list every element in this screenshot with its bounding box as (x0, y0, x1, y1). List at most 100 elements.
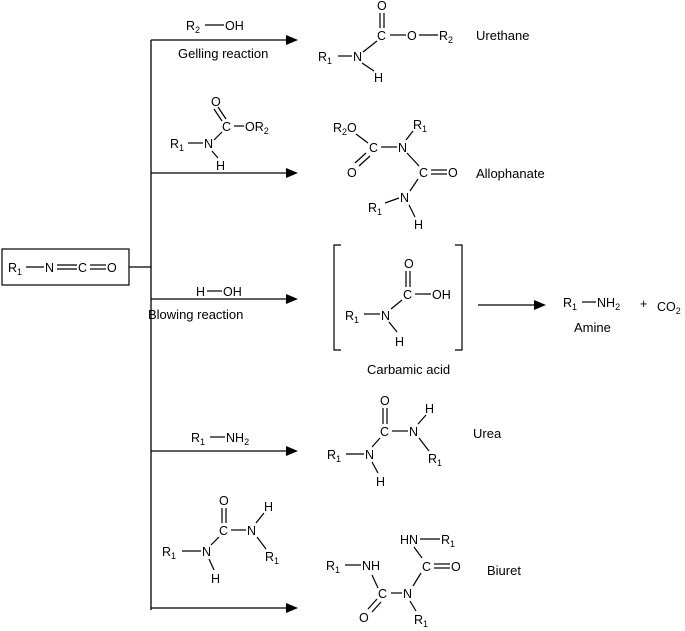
bond (256, 536, 267, 550)
atom-r1: R1 (162, 545, 176, 561)
bond (255, 512, 265, 524)
atom-o: O (359, 611, 369, 625)
bond (412, 572, 422, 587)
isocyanate-c: C (78, 261, 87, 275)
bond (371, 461, 379, 474)
bond (210, 536, 220, 546)
atom-c: C (378, 587, 387, 601)
atom-n: N (398, 141, 407, 155)
atom-hn: HN (400, 533, 418, 547)
atom-r1: R1 (170, 137, 184, 153)
atom-h: H (414, 218, 423, 232)
atom-n: N (202, 545, 211, 559)
atom-c: C (219, 524, 228, 538)
atom-nh2: NH2 (226, 431, 249, 447)
bond (213, 108, 223, 122)
atom-o: O (211, 95, 221, 109)
atom-n: N (247, 524, 256, 538)
atom-r1: R1 (191, 431, 205, 447)
atom-c: C (380, 425, 389, 439)
blowing-reagent: H OH (196, 285, 242, 299)
atom-o: O (380, 394, 390, 408)
atom-r1: R1 (326, 559, 340, 575)
isocyanate-r1: R1 (8, 261, 22, 277)
allophanate-structure: R2O C O N R1 C O N R1 H (333, 118, 458, 232)
bond (371, 574, 379, 589)
atom-o: O (448, 166, 458, 180)
atom-r2o: R2O (333, 121, 357, 137)
atom-h: H (216, 159, 225, 173)
atom-r1: R1 (265, 550, 279, 566)
gelling-reaction-label: Gelling reaction (178, 46, 268, 61)
bond (405, 130, 414, 141)
arrowhead (286, 35, 298, 45)
biuret-reagent: O C N H R1 N R1 H (162, 494, 279, 586)
arrowhead (286, 294, 298, 304)
isocyanate-reactant: R1 N C O (1, 248, 130, 286)
arrowhead (286, 603, 298, 613)
atom-r1: R1 (428, 452, 442, 468)
atom-oh: OH (432, 288, 451, 302)
bond (361, 62, 375, 72)
atom-h: H (374, 71, 383, 85)
biuret-label: Biuret (487, 563, 521, 578)
arrowhead (534, 300, 546, 310)
amine-product: R1 NH2 (563, 296, 620, 312)
atom-r1: R1 (413, 118, 427, 134)
bond (367, 598, 378, 610)
atom-c: C (403, 288, 412, 302)
atom-c: C (377, 29, 386, 43)
bond (406, 152, 420, 167)
atom-r1: R1 (414, 613, 428, 629)
atom-n: N (365, 448, 374, 462)
bond (388, 321, 398, 333)
urethane-label: Urethane (476, 28, 529, 43)
atom-o: O (377, 0, 387, 13)
bond (408, 204, 416, 218)
isocyanate-o: O (107, 261, 117, 275)
atom-o: O (219, 494, 229, 508)
atom-r1: R1 (441, 533, 455, 549)
isocyanate-n: N (45, 261, 54, 275)
blowing-reaction-label: Blowing reaction (148, 307, 243, 322)
atom-o: O (451, 560, 461, 574)
atom-h: H (196, 285, 205, 299)
atom-n: N (403, 587, 412, 601)
urea-label: Urea (473, 426, 502, 441)
atom-r2: R2 (439, 29, 453, 45)
co2-product: CO2 (657, 300, 681, 316)
allophanate-reagent: O C OR2 N R1 H (170, 95, 269, 173)
urethane-structure: O C O R2 N R1 H (318, 0, 453, 85)
bracket-left (333, 244, 341, 351)
bond (371, 601, 382, 613)
gelling-reagent: R2 OH (186, 19, 244, 35)
bond (213, 131, 223, 141)
atom-o: O (404, 257, 414, 271)
bond (413, 546, 423, 559)
atom-h: H (211, 572, 220, 586)
bond (362, 40, 378, 53)
bond (354, 152, 367, 164)
urea-structure: O C N H R1 N R1 H (327, 394, 442, 489)
atom-n: N (381, 309, 390, 323)
carbamic-acid-label: Carbamic acid (367, 362, 450, 377)
bond (355, 133, 369, 144)
atom-c: C (222, 120, 231, 134)
allophanate-label: Allophanate (476, 166, 545, 181)
atom-r1: R1 (327, 448, 341, 464)
atom-h: H (395, 335, 404, 349)
atom-h: H (425, 402, 434, 416)
plus-sign: + (640, 297, 647, 311)
atom-or2: OR2 (245, 120, 269, 136)
atom-nh: NH (362, 559, 380, 573)
bond (217, 106, 227, 120)
amine-label: Amine (574, 320, 611, 335)
carbamic-acid-bracket: O C OH N R1 H (333, 244, 463, 351)
atom-o: O (347, 166, 357, 180)
atom-r1: R1 (318, 50, 332, 66)
bond (208, 558, 215, 571)
bond (390, 299, 403, 310)
biuret-structure: HN R1 C O N R1 C O NH R1 (326, 533, 461, 629)
atom-r1: R1 (345, 309, 359, 325)
atom-n: N (204, 137, 213, 151)
